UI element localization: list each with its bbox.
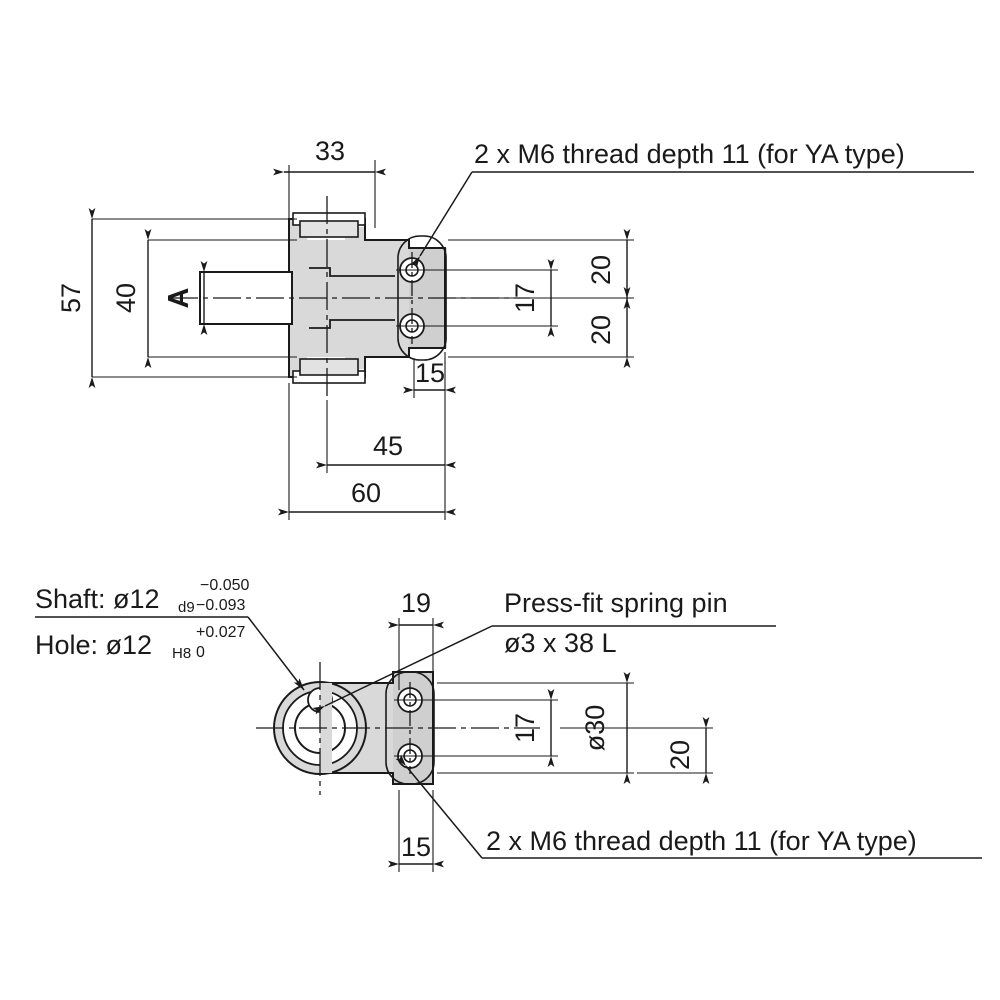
bottom-view-dimensions: 19 17 ø30 20 15 — [388, 588, 713, 872]
top-view-flange-fill — [289, 219, 307, 377]
top-view-boss-outline — [397, 235, 447, 361]
callout-spring-pin-line2: ø3 x 38 L — [504, 628, 617, 658]
leader-line-spring-pin — [312, 625, 493, 715]
top-view-geometry — [170, 196, 530, 400]
callout-spring-pin-line1: Press-fit spring pin — [504, 588, 728, 618]
dim-label-17-bottom: 17 — [510, 713, 540, 743]
bottom-view-boss-outline — [385, 671, 435, 785]
tolerance-leader-line — [247, 616, 305, 691]
dim-label-45: 45 — [373, 431, 403, 461]
tolerance-shaft-label: Shaft: ø12 — [35, 584, 160, 614]
callout-m6-bottom: 2 x M6 thread depth 11 (for YA type) — [486, 826, 917, 856]
dim-label-20-lower: 20 — [586, 315, 616, 345]
dim-label-15-top: 15 — [415, 358, 445, 388]
dim-label-57: 57 — [56, 283, 86, 313]
tolerance-hole-fit: H8 — [172, 645, 191, 662]
tolerance-hole-label: Hole: ø12 — [35, 630, 152, 660]
top-view-lower-pinhead — [299, 358, 359, 376]
tolerance-hole-upper: +0.027 — [196, 624, 245, 641]
dim-label-40: 40 — [111, 283, 141, 313]
dim-label-33: 33 — [315, 136, 345, 166]
leader-line-m6-top — [410, 171, 473, 269]
dim-label-20-bottom: 20 — [665, 740, 695, 770]
top-view-slot-upper — [309, 267, 395, 277]
dim-label-A: A — [163, 287, 195, 308]
tolerance-shaft-upper: −0.050 — [200, 577, 249, 594]
tolerance-shaft-lower: −0.093 — [196, 597, 245, 614]
top-view-slot-lower — [309, 319, 395, 329]
dim-label-60: 60 — [351, 478, 381, 508]
tolerance-hole-lower: 0 — [196, 644, 205, 661]
top-view-upper-pinhead — [299, 220, 359, 238]
top-view-m6-callout: 2 x M6 thread depth 11 (for YA type) — [410, 139, 974, 269]
dim-label-19: 19 — [401, 588, 431, 618]
tolerance-shaft-fit: d9 — [178, 599, 195, 616]
top-view-dimensions: 33 57 40 A 17 20 20 15 45 — [56, 136, 634, 520]
bottom-view-callouts: Press-fit spring pin ø3 x 38 L 2 x M6 th… — [35, 577, 982, 859]
dim-label-20-upper: 20 — [586, 255, 616, 285]
callout-m6-top: 2 x M6 thread depth 11 (for YA type) — [474, 139, 905, 169]
leader-line-m6-bottom — [395, 754, 483, 859]
dim-label-15-bottom: 15 — [401, 832, 431, 862]
